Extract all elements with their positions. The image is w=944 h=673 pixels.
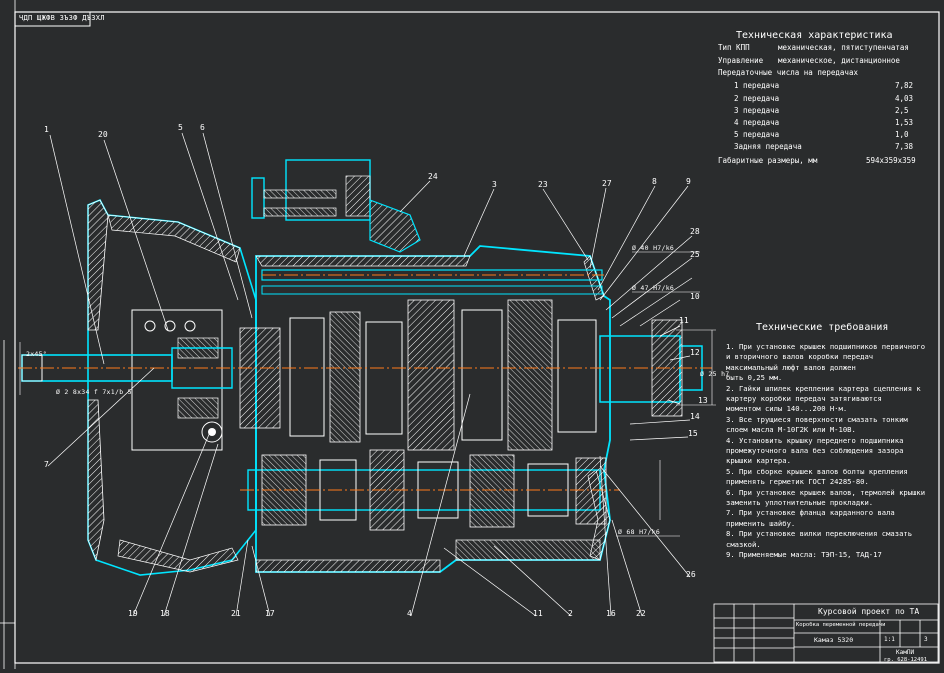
- title-block-sheet: 3: [924, 636, 928, 643]
- requirement-line: 7. При установке фланца карданного вала: [726, 508, 895, 518]
- title-block-org2: гр. 628-12491: [884, 657, 928, 663]
- ratio-2-gear: 2 передача: [734, 94, 780, 103]
- ratio-r-gear: Задняя передача: [734, 142, 802, 151]
- requirement-line: максимальный люфт валов должен: [726, 362, 856, 372]
- callout-12: 12: [690, 348, 700, 357]
- callout-3: 3: [492, 180, 497, 189]
- dim-text-2: Ø 47 H7/k6: [632, 284, 675, 292]
- callout-27: 27: [602, 179, 612, 188]
- dim-text-4: Ø 68 H7/k6: [618, 528, 661, 536]
- dim-text-1: Ø 40 H7/k6: [632, 244, 675, 252]
- front-cover: [131, 309, 223, 451]
- requirements-title: Технические требования: [756, 322, 889, 333]
- ratio-1-value: 7,82: [895, 81, 914, 90]
- callout-4: 4: [407, 609, 412, 618]
- callout-25: 25: [690, 250, 700, 259]
- title-block-scale: 1:1: [884, 636, 895, 643]
- requirement-line: 1. При установке крышек подшипников перв…: [726, 342, 926, 351]
- callout-23: 23: [538, 180, 548, 189]
- callout-22: 22: [636, 609, 646, 618]
- callout-8: 8: [652, 177, 657, 186]
- dims-label: Габаритные размеры, мм: [718, 156, 818, 165]
- outer-frame: [14, 11, 940, 664]
- dim-text-6: 2x45°: [26, 350, 48, 358]
- ratio-4-value: 1,53: [895, 118, 914, 127]
- callout-10: 10: [690, 292, 700, 301]
- dims-value: 594х359х359: [866, 156, 916, 165]
- callout-13: 13: [698, 396, 708, 405]
- callout-24: 24: [428, 172, 438, 181]
- dim-text-5: Ø 25 h7: [700, 370, 730, 378]
- requirement-line: промежуточного вала без соблюдения зазор…: [726, 446, 904, 455]
- requirement-line: слоем масла М-10Г2К или М-10В.: [726, 425, 856, 435]
- requirement-line: картеру коробки передач затягиваются: [726, 394, 882, 403]
- callout-21: 21: [231, 609, 241, 618]
- title-block-project: Курсовой проект по ТА: [818, 607, 920, 616]
- ratio-5-value: 1,0: [895, 130, 909, 139]
- requirement-line: смазкой.: [726, 539, 761, 549]
- spec-type-label: Тип КПП: [718, 43, 750, 52]
- requirement-line: 9. Применяемые масла: ТЭП-15, ТАД-17: [726, 550, 882, 559]
- callout-1: 1: [44, 125, 49, 134]
- ratio-3-gear: 3 передача: [734, 106, 780, 115]
- callout-9: 9: [686, 177, 691, 186]
- callout-26: 26: [686, 570, 696, 579]
- title-block-org1: КамПИ: [896, 649, 915, 656]
- spec-type-value: механическая, пятиступенчатая: [778, 43, 909, 52]
- callout-7: 7: [44, 460, 49, 469]
- gearbox-housing: [255, 245, 611, 573]
- title-block-subtitle: Коробка переменной передачи: [796, 622, 886, 628]
- dimension-lines: [19, 251, 716, 537]
- shift-mechanism: [251, 159, 603, 295]
- requirement-line: 4. Установить крышку переднего подшипник…: [726, 435, 904, 445]
- callout-19: 19: [128, 609, 138, 618]
- requirement-line: применить шайбу.: [726, 518, 796, 528]
- callout-6: 6: [200, 123, 205, 132]
- callout-20: 20: [98, 130, 108, 139]
- callout-11-bottom: 11: [533, 609, 543, 618]
- requirement-line: и вторичного валов коробки передач: [726, 352, 874, 362]
- ratio-r-value: 7,38: [895, 142, 914, 151]
- spec-control-value: механическое, дистанционное: [778, 56, 900, 65]
- requirement-line: 6. При установке крышек валов, термолей …: [726, 487, 926, 497]
- callout-15: 15: [688, 429, 698, 438]
- requirement-line: 2. Гайки шпилек крепления картера сцепле…: [726, 383, 921, 393]
- callout-16: 16: [606, 609, 616, 618]
- requirement-line: 3. Все трущиеся поверхности смазать тонк…: [726, 414, 908, 424]
- callout-28: 28: [690, 227, 700, 236]
- requirement-line: заменить уплотнительные прокладки.: [726, 498, 874, 507]
- centerlines: [18, 274, 712, 491]
- specs-title: Техническая характеристика: [736, 30, 893, 41]
- callout-14: 14: [690, 412, 700, 421]
- leader-lines: [47, 132, 693, 617]
- callout-2: 2: [568, 609, 573, 618]
- spec-ratios-label: Передаточные числа на передачах: [718, 68, 858, 77]
- callout-18: 18: [160, 609, 170, 618]
- title-block-drawing-no: Камаз 5320: [814, 636, 854, 644]
- ratio-4-gear: 4 передача: [734, 118, 780, 127]
- requirement-line: применять герметик ГОСТ 24285-80.: [726, 477, 869, 487]
- callout-11-top: 11: [679, 316, 689, 325]
- callout-17: 17: [265, 609, 275, 618]
- corner-label: ЧДП ЩЖФВ ЗЪЗФ ДЪЗХЛ: [19, 14, 105, 22]
- ratio-3-value: 2,5: [895, 106, 909, 115]
- main-shaft-gears: [239, 299, 703, 451]
- requirement-line: 8. При установке вилки переключения смаз…: [726, 529, 913, 539]
- ratio-5-gear: 5 передача: [734, 130, 780, 139]
- dim-text-3: Ø 2 8x34 f 7x1/b 5: [56, 388, 132, 396]
- ratio-1-gear: 1 передача: [734, 81, 780, 90]
- callout-5: 5: [178, 123, 183, 132]
- requirement-line: крышки картера.: [726, 456, 791, 466]
- requirement-line: моментом силы 140...200 Н·м.: [726, 404, 848, 414]
- spec-control-label: Управление: [718, 56, 764, 65]
- ratio-2-value: 4,03: [895, 94, 914, 103]
- requirement-line: быть 0,25 мм.: [726, 373, 783, 383]
- requirement-line: 5. При сборке крышек валов болты креплен…: [726, 466, 908, 476]
- clutch-housing: [87, 198, 257, 576]
- title-block-lines: [713, 603, 939, 663]
